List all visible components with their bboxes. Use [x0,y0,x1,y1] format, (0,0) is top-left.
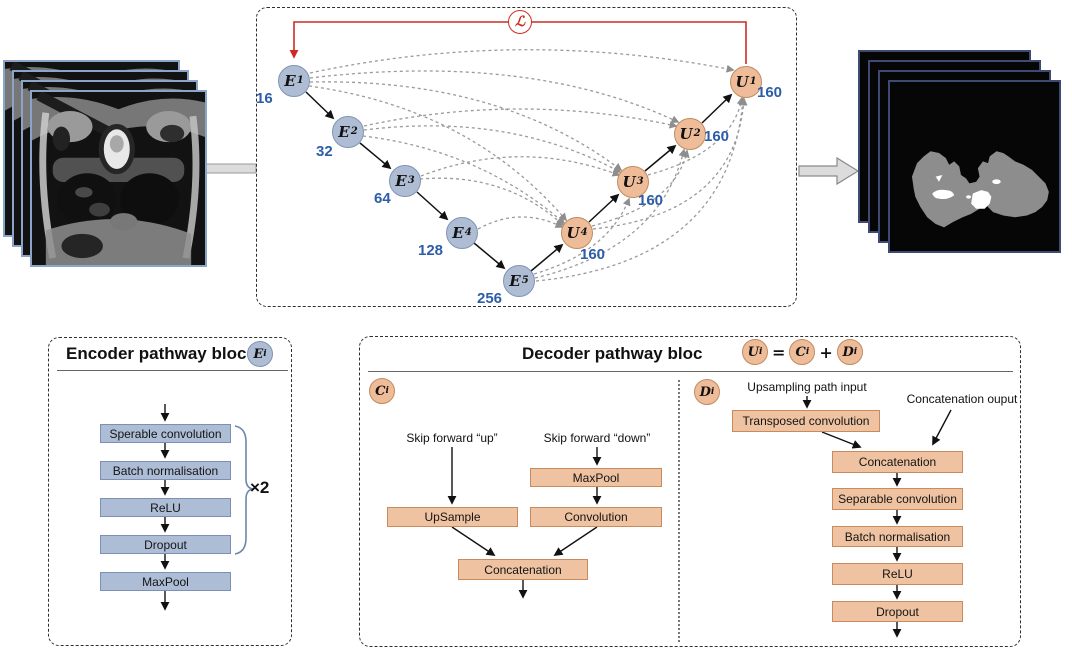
encoder-block-relu: ReLU [100,498,231,517]
node-label: U [735,73,749,91]
encoder-block-sperable-convolution: Sperable convolution [100,424,231,443]
formula-equals: = [772,342,786,362]
di-block-transposed-convolution: Transposed convolution [732,410,880,432]
decoder-panel-title: Decoder pathway bloc [522,344,703,363]
node-value-u3: 160 [638,192,664,209]
node-value-e3: 64 [374,190,391,207]
di-block-separable-convolution: Separable convolution [832,488,963,510]
node-value-e5: 256 [477,290,503,307]
node-value-e4: 128 [418,242,444,259]
ci-block-convolution: Convolution [530,507,662,527]
di-block-relu: ReLU [832,563,963,585]
lung-segmentation-image [890,82,1059,251]
repeat-brace [234,425,254,555]
badge-label: D [699,384,711,400]
decoder-pathway-panel [359,336,1021,647]
badge-sub: i [263,348,267,359]
node-label: E [395,172,407,190]
formula-plus: + [819,342,833,362]
node-value-u1: 160 [757,84,783,101]
node-sub: 4 [580,227,588,238]
di-block-batch-normalisation: Batch normalisation [832,526,963,547]
formula-ui-sub: i [758,346,763,357]
formula-ui: U [747,344,759,360]
di-block-concatenation: Concatenation [832,451,963,473]
loss-symbol: ℒ [514,14,526,30]
network-diagram-panel [256,7,797,307]
encoder-block-batch-normalisation: Batch normalisation [100,461,231,480]
node-label: U [566,224,580,242]
output-connector-arrow [798,156,860,186]
mri-frame-front [30,90,207,267]
encoder-pathway-panel [48,337,292,646]
ci-block-concatenation: Concatenation [458,559,588,580]
node-label: E [284,72,296,90]
main-path-arrows [305,91,733,272]
formula-di: D [842,344,854,360]
loss-symbol-badge: ℒ [508,10,532,34]
encoder-block-maxpool: MaxPool [100,572,231,591]
input-connector-bar [199,163,257,174]
node-sub: 2 [693,128,701,139]
ci-block-maxpool: MaxPool [530,468,662,487]
ci-di-divider [678,380,680,642]
node-sub: 3 [407,175,415,186]
mri-image [32,92,205,265]
skip-forward-down-label: Skip forward “down” [543,431,651,445]
node-value-u4: 160 [580,246,606,263]
node-label: U [679,125,693,143]
node-label: U [622,173,636,191]
formula-di-sub: i [853,346,858,357]
node-sub: 4 [464,227,472,238]
node-label: E [509,272,521,290]
di-flow-arrows [802,396,952,638]
badge-label: E [253,346,264,362]
node-value-u2: 160 [704,128,730,145]
concatenation-output-label: Concatenation ouput [906,392,1018,406]
di-block-dropout: Dropout [832,601,963,622]
node-sub: 2 [350,126,358,137]
node-sub: 5 [521,275,529,286]
formula-ci: C [795,344,806,360]
upsampling-path-input-label: Upsampling path input [747,380,867,394]
badge-label: C [375,383,386,399]
repeat-times-label: ×2 [250,478,270,497]
badge-sub: i [385,385,389,396]
decoder-title-separator [368,371,1013,372]
node-value-e2: 32 [316,143,333,160]
skip-forward-up-label: Skip forward “up” [406,431,498,445]
formula-ci-sub: i [805,346,810,357]
node-label: E [338,123,350,141]
encoder-panel-title: Encoder pathway bloc [66,344,247,363]
badge-sub: i [710,386,715,397]
ci-block-upsample: UpSample [387,507,518,527]
node-label: E [452,224,464,242]
encoder-block-dropout: Dropout [100,535,231,554]
skip-connections [308,49,748,282]
node-value-e1: 16 [256,90,273,107]
encoder-title-separator [57,370,288,371]
ci-flow-arrows [447,447,602,599]
node-sub: 1 [296,75,304,86]
node-sub: 1 [749,76,757,87]
segmentation-frame-front [888,80,1061,253]
node-sub: 3 [636,176,644,187]
